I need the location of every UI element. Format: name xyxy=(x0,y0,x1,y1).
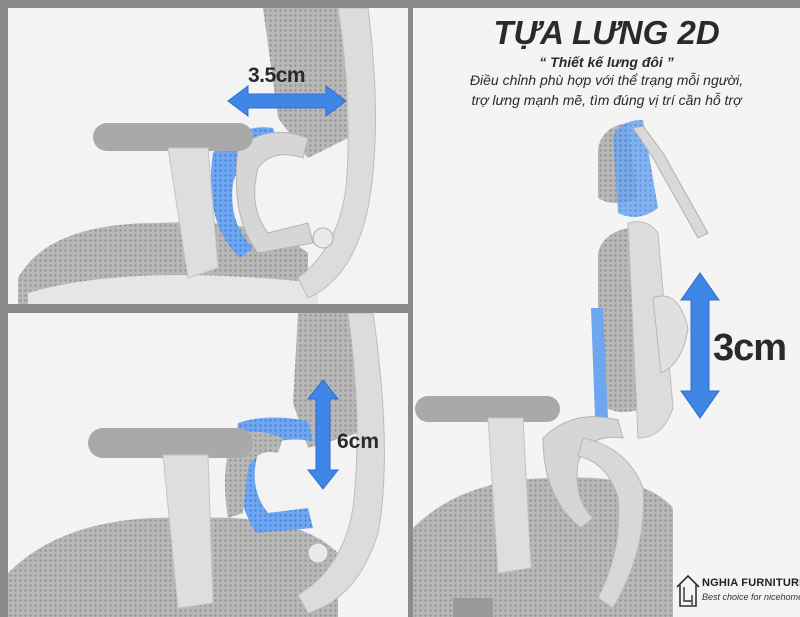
vertical-double-arrow-icon xyxy=(680,272,720,419)
lumbar-depth-panel xyxy=(8,8,408,304)
brand-name: NGHIA FURNITURE xyxy=(702,577,800,589)
chair-full-backrest-illustration xyxy=(413,120,709,617)
page-subtitle: “ Thiết kế lưng đôi ” xyxy=(539,54,674,70)
vertical-double-arrow-icon xyxy=(306,379,340,490)
page-title: TỰA LƯNG 2D xyxy=(493,14,720,51)
chair-house-logo-icon xyxy=(676,574,700,607)
backrest-measurement-label: 3cm xyxy=(713,327,787,369)
brand-slogan: Best choice for nicehome xyxy=(702,592,800,602)
chair-lumbar-depth-illustration xyxy=(18,8,376,304)
lumbar-height-panel xyxy=(8,313,408,617)
height-measurement-label: 6cm xyxy=(337,430,380,453)
depth-measurement-label: 3.5cm xyxy=(248,64,306,87)
backrest-2d-panel xyxy=(413,8,800,617)
description-line-2: trợ lưng mạnh mẽ, tìm đúng vị trí cần hỗ… xyxy=(471,92,742,108)
chair-lumbar-height-illustration xyxy=(8,313,385,617)
brand-block: NGHIA FURNITURE Best choice for nicehome xyxy=(675,573,800,613)
horizontal-double-arrow-icon xyxy=(227,85,347,117)
description-line-1: Điều chỉnh phù hợp với thể trạng mỗi ngư… xyxy=(469,72,744,88)
